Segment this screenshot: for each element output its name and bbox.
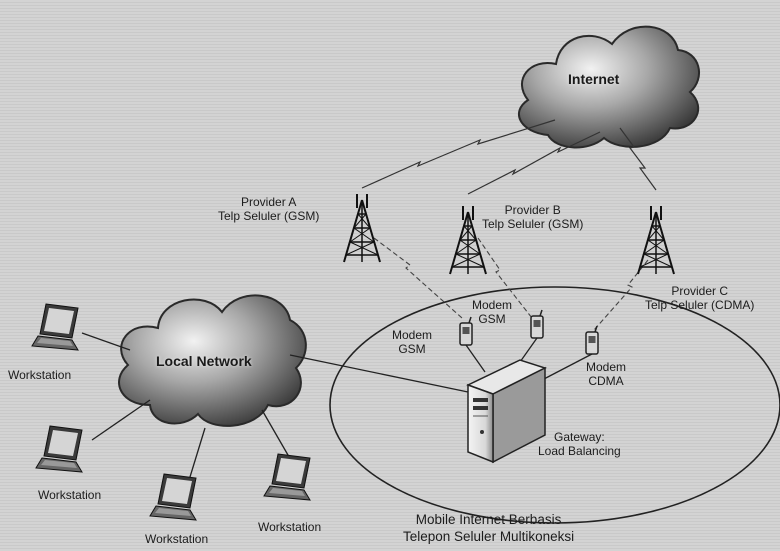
lan-link	[81, 332, 469, 491]
caption-line-1: Mobile Internet Berbasis	[415, 512, 562, 527]
laptop-icon	[35, 425, 83, 473]
internet-cloud-label: Internet	[568, 71, 620, 87]
laptop-icon	[263, 453, 311, 501]
diagram-caption: Mobile Internet Berbasis Telepon Seluler…	[403, 511, 574, 545]
gateway-label: Gateway: Load Balancing	[538, 430, 621, 458]
provider-b-name: Provider B	[504, 203, 561, 217]
provider-c-label: Provider C Telp Seluler (CDMA)	[645, 284, 754, 312]
provider-a-label: Provider A Telp Seluler (GSM)	[218, 195, 319, 223]
modem-gsm-right-type: GSM	[478, 312, 506, 326]
server-icon	[466, 359, 547, 464]
laptop-icon	[31, 303, 79, 351]
provider-b-label: Provider B Telp Seluler (GSM)	[482, 203, 583, 231]
workstation-label-1: Workstation	[8, 368, 72, 382]
workstation-label-2: Workstation	[38, 488, 102, 502]
local-network-cloud-icon	[118, 294, 307, 427]
provider-c-type: Telp Seluler (CDMA)	[645, 298, 755, 312]
radio-tower-icon	[449, 205, 487, 275]
wireless-link-icon	[361, 119, 657, 195]
modem-gsm-left-label: Modem GSM	[392, 328, 432, 356]
radio-tower-icon	[637, 205, 675, 275]
modem-gsm-left-type: GSM	[398, 342, 426, 356]
modem-gsm-left-title: Modem	[392, 328, 433, 342]
modem-gsm-right-label: Modem GSM	[472, 298, 512, 326]
provider-a-type: Telp Seluler (GSM)	[218, 209, 320, 223]
gateway-zone	[329, 286, 780, 524]
modem-cdma-label: Modem CDMA	[586, 360, 626, 388]
internet-cloud-icon	[517, 25, 700, 149]
local-network-cloud-label: Local Network	[156, 353, 252, 369]
provider-c-name: Provider C	[671, 284, 729, 298]
workstation-label-3: Workstation	[145, 532, 209, 546]
modem-cdma-title: Modem	[586, 360, 627, 374]
modem-gsm-right-title: Modem	[472, 298, 513, 312]
gateway-title: Gateway:	[554, 430, 605, 444]
radio-tower-icon	[343, 193, 381, 263]
provider-b-type: Telp Seluler (GSM)	[482, 217, 584, 231]
caption-line-2: Telepon Seluler Multikoneksi	[403, 529, 575, 544]
modem-icon	[530, 309, 544, 339]
modem-server-link	[465, 337, 593, 381]
provider-a-name: Provider A	[241, 195, 297, 209]
laptop-icon	[149, 473, 197, 521]
modem-icon	[459, 316, 473, 346]
gateway-role: Load Balancing	[538, 444, 621, 458]
workstation-label-4: Workstation	[258, 520, 322, 534]
modem-cdma-type: CDMA	[588, 374, 624, 388]
modem-icon	[585, 325, 599, 355]
